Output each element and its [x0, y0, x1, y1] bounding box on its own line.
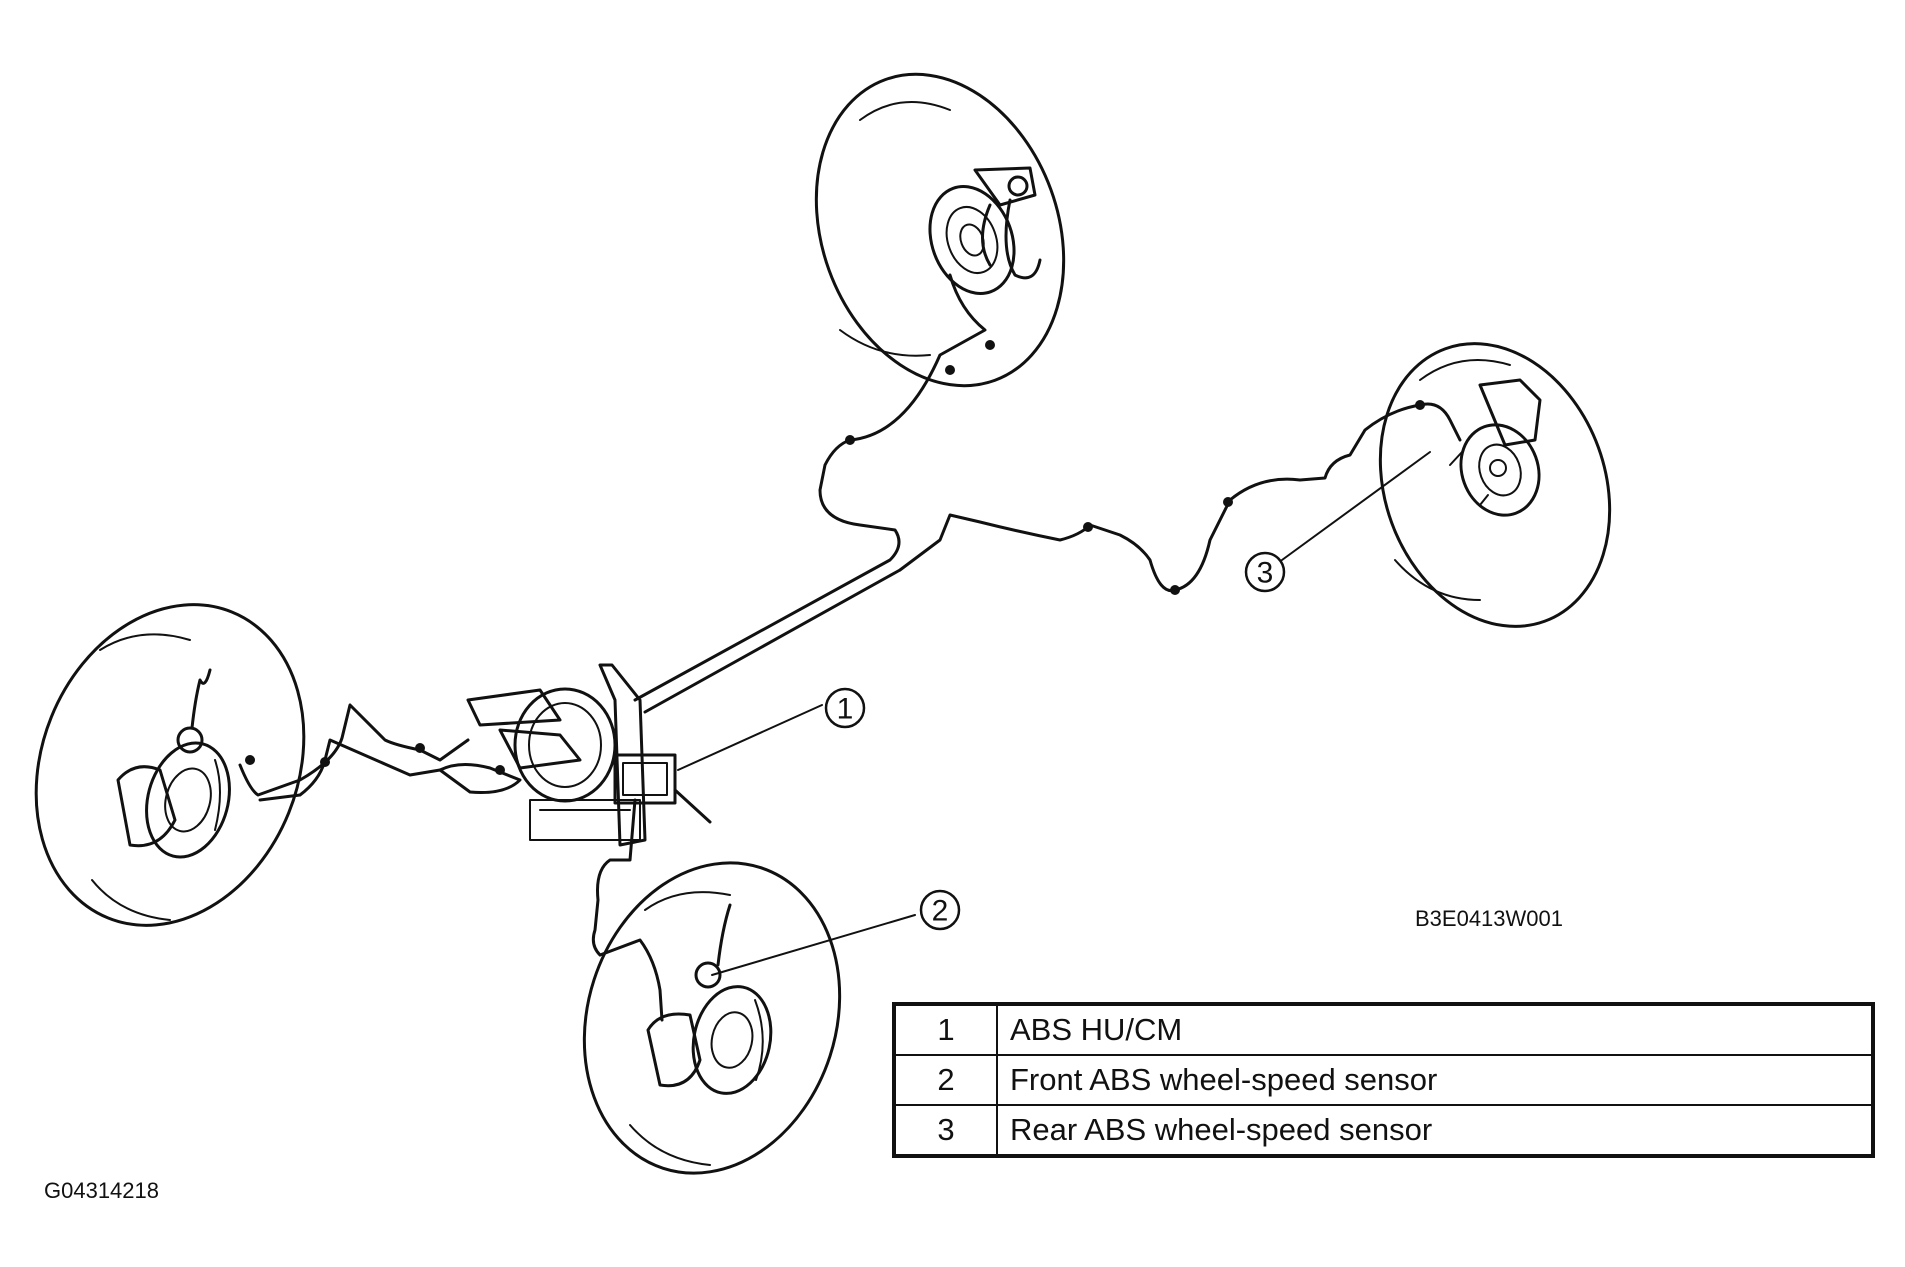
- abs-hu-cm-unit: [438, 663, 712, 847]
- svg-text:2: 2: [932, 895, 949, 928]
- diagram-code: B3E0413W001: [1415, 906, 1563, 931]
- legend-label: ABS HU/CM: [996, 1003, 1874, 1056]
- callout-2: 2: [919, 889, 961, 931]
- front-left-wheel: [34, 603, 306, 927]
- legend-number: 2: [893, 1054, 998, 1106]
- front-right-wheel: [582, 861, 842, 1175]
- figure-id: G04314218: [44, 1178, 159, 1203]
- legend-row: 2 Front ABS wheel-speed sensor: [893, 1054, 1874, 1106]
- legend-table: 1 ABS HU/CM 2 Front ABS wheel-speed sens…: [892, 1002, 1875, 1158]
- svg-text:1: 1: [837, 693, 854, 726]
- callout-1: 1: [824, 687, 866, 729]
- front-right-brake-assembly: [646, 903, 773, 1095]
- legend-number: 3: [893, 1104, 998, 1157]
- legend-row: 1 ABS HU/CM: [893, 1003, 1874, 1056]
- rear-left-brake-assembly: [928, 166, 1042, 295]
- leader-lines: [677, 451, 1431, 976]
- rear-right-brake-assembly: [1449, 378, 1542, 517]
- legend-number: 1: [893, 1003, 998, 1056]
- svg-text:3: 3: [1257, 557, 1274, 590]
- rear-left-wheel: [814, 72, 1066, 388]
- line-clips: [245, 340, 1425, 775]
- legend-label: Front ABS wheel-speed sensor: [996, 1054, 1874, 1106]
- brake-lines: [238, 273, 1462, 1022]
- legend-row: 3 Rear ABS wheel-speed sensor: [893, 1104, 1874, 1157]
- rear-right-wheel: [1378, 342, 1612, 628]
- front-left-brake-assembly: [116, 668, 231, 859]
- callout-3: 3: [1244, 551, 1286, 593]
- legend-label: Rear ABS wheel-speed sensor: [996, 1104, 1874, 1157]
